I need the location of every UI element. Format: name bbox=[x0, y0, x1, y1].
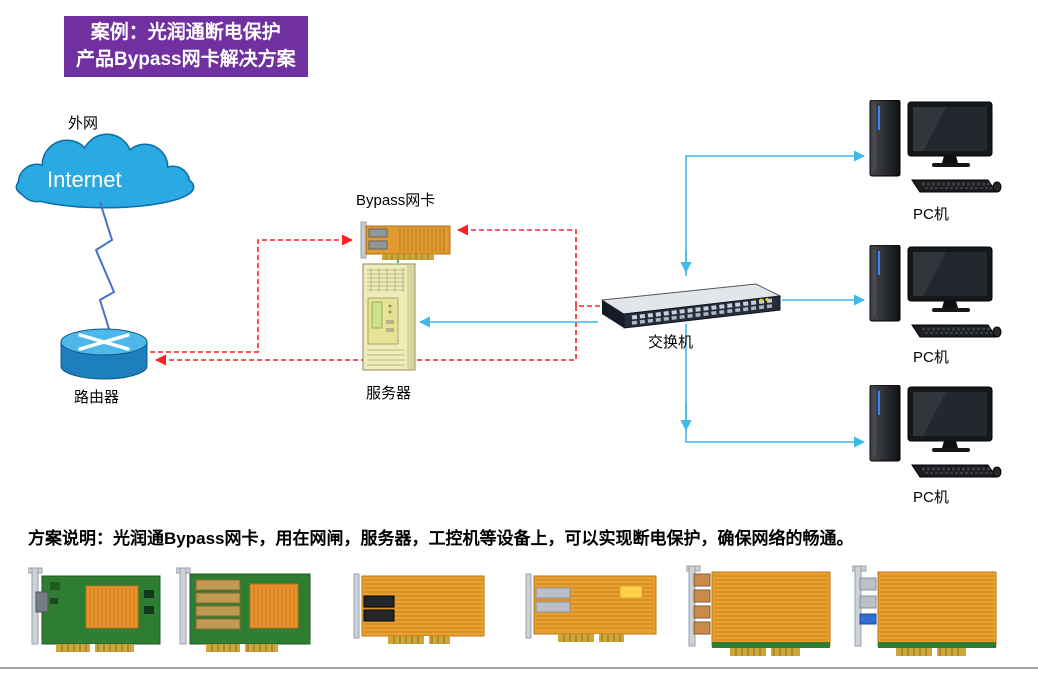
switch-icon bbox=[600, 283, 782, 329]
bypass-card-label: Bypass网卡 bbox=[356, 192, 436, 209]
internet-label: Internet bbox=[47, 167, 122, 192]
switch-label: 交换机 bbox=[648, 334, 694, 351]
bypass-nic-icon bbox=[360, 221, 451, 260]
title-line-1: 案例：光润通断电保护 bbox=[90, 22, 281, 43]
router-label: 路由器 bbox=[74, 389, 120, 406]
router-icon bbox=[60, 328, 148, 380]
lightning-bolt-icon bbox=[94, 201, 116, 333]
nic-photo-5 bbox=[686, 565, 831, 656]
bottom-divider bbox=[0, 667, 1038, 669]
pc-icon bbox=[869, 100, 1002, 193]
title-badge: 案例：光润通断电保护 产品Bypass网卡解决方案 bbox=[64, 16, 308, 78]
internet-cloud-icon: Internet bbox=[15, 133, 195, 209]
pc-icon bbox=[869, 385, 1002, 478]
pc1-label: PC机 bbox=[913, 206, 949, 223]
server-label: 服务器 bbox=[366, 385, 412, 402]
nic-photo-3 bbox=[353, 573, 485, 644]
pc3-label: PC机 bbox=[913, 489, 949, 506]
server-icon bbox=[362, 263, 416, 371]
pc2-label: PC机 bbox=[913, 349, 949, 366]
pc-icon bbox=[869, 245, 1002, 338]
solution-description: 方案说明：光润通Bypass网卡，用在网闸，服务器，工控机等设备上，可以实现断电… bbox=[28, 529, 854, 548]
nic-photo-6 bbox=[852, 565, 997, 656]
title-line-2: 产品Bypass网卡解决方案 bbox=[76, 48, 296, 70]
wan-label: 外网 bbox=[68, 115, 99, 132]
nic-photo-4 bbox=[525, 573, 657, 642]
nic-photo-1 bbox=[28, 567, 161, 652]
nic-photo-2 bbox=[176, 567, 311, 652]
